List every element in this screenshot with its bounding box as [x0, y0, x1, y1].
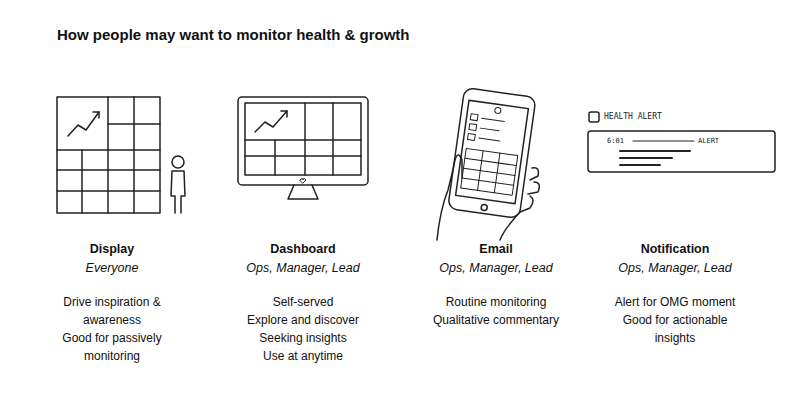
- notification-sketch: [588, 112, 775, 172]
- sketch-text: 6:01: [607, 136, 624, 146]
- column-heading: Email: [411, 240, 581, 258]
- display-sketch: [57, 97, 185, 213]
- column-heading: Display: [45, 240, 179, 258]
- audience-label: Ops, Manager, Lead: [218, 259, 388, 277]
- sketch-text: ALERT: [698, 136, 719, 146]
- audience-label: Everyone: [45, 259, 179, 277]
- description-text: Qualitative commentary: [411, 311, 581, 329]
- description-text: Alert for OMG moment: [605, 293, 745, 311]
- description-text: Self-served: [218, 293, 388, 311]
- audience-label: Ops, Manager, Lead: [411, 259, 581, 277]
- description-text: Routine monitoring: [411, 293, 581, 311]
- description-text: Explore and discover: [218, 311, 388, 329]
- description-text: Drive inspiration & awareness: [45, 293, 179, 329]
- column-heading: Dashboard: [218, 240, 388, 258]
- sketch-text: HEALTH ALERT: [604, 112, 662, 122]
- audience-label: Ops, Manager, Lead: [605, 259, 745, 277]
- description-text: Good for passively monitoring: [45, 329, 179, 365]
- description-text: Good for actionable insights: [605, 311, 745, 347]
- description-text: Use at anytime: [218, 347, 388, 365]
- column-heading: Notification: [605, 240, 745, 258]
- monitor-sketch: [238, 97, 368, 199]
- description-text: Seeking insights: [218, 329, 388, 347]
- phone-sketch: [437, 88, 539, 240]
- diagram-title: How people may want to monitor health & …: [57, 26, 410, 44]
